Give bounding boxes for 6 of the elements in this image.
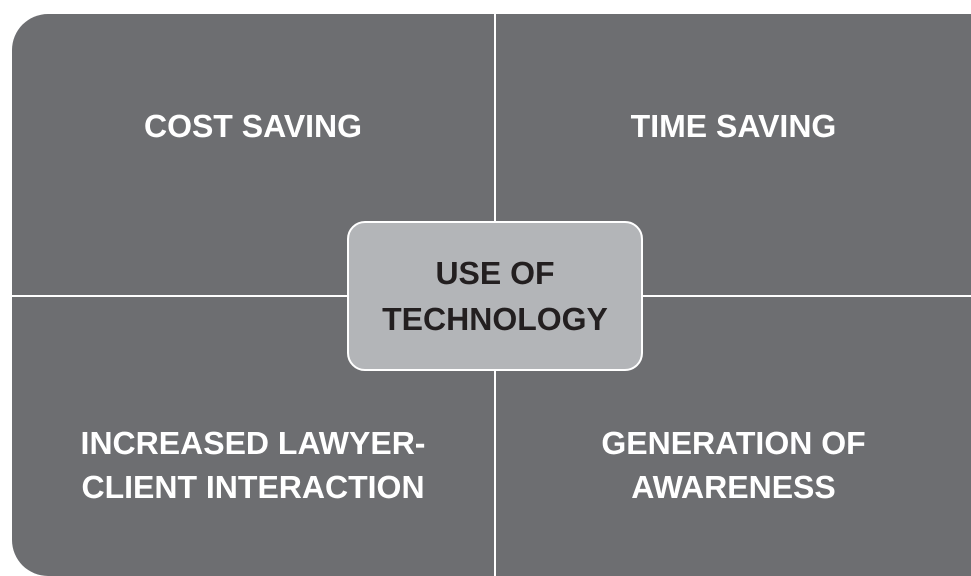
center-label: USE OF TECHNOLOGY	[381, 254, 609, 339]
quadrant-label: INCREASED LAWYER-CLIENT INTERACTION	[80, 424, 426, 507]
quadrant-label: GENERATION OF AWARENESS	[600, 424, 867, 507]
quadrant-label: COST SAVING	[142, 107, 364, 146]
quadrant-label: TIME SAVING	[630, 107, 838, 146]
center-box	[347, 221, 643, 371]
